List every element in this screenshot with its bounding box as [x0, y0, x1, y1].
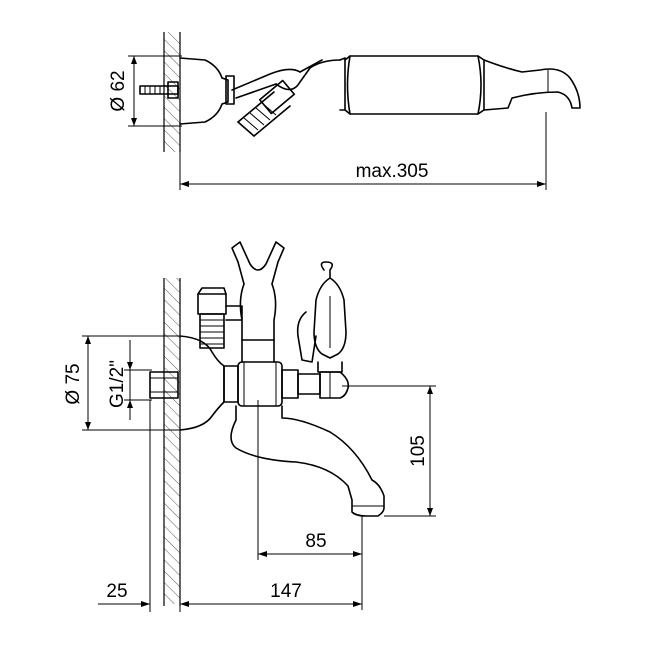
front-valve-body: [223, 361, 350, 407]
top-diameter-dimension: [128, 55, 182, 127]
top-length-dimension: [179, 112, 547, 190]
front-spout: [230, 405, 385, 517]
front-view: Ø 75 G1/2" 105 85: [63, 241, 436, 612]
front-wall-offset-label: 25: [106, 581, 127, 602]
front-height-label: 105: [408, 435, 429, 467]
top-diameter-label: Ø 62: [108, 70, 129, 111]
front-wall-fitting: [149, 371, 179, 399]
top-hand-shower: [231, 55, 581, 115]
front-diameter-label: Ø 75: [63, 363, 84, 404]
top-view: Ø 62 max.305: [108, 32, 581, 190]
front-flange: [179, 335, 225, 431]
front-thread-label: G1/2": [107, 360, 128, 408]
front-projection-label: 85: [305, 531, 326, 552]
front-projection-dimension: [258, 551, 362, 557]
front-diameter-dimension: [82, 335, 182, 431]
top-wall-connector: [139, 81, 179, 99]
front-diverter-column: [231, 241, 285, 363]
top-flange: [179, 57, 229, 125]
top-length-label: max.305: [356, 161, 429, 182]
front-hose-connector: [197, 287, 243, 349]
front-lever-handles: [296, 261, 347, 373]
top-hose: [237, 79, 296, 137]
front-wall-hatch: [164, 278, 180, 604]
front-height-dimension: [342, 385, 436, 517]
front-thread-dimension: [124, 340, 152, 420]
front-bottom-dimensions: [98, 400, 362, 612]
top-wall-hatch: [164, 32, 180, 152]
front-wall-center-label: 147: [270, 581, 302, 602]
